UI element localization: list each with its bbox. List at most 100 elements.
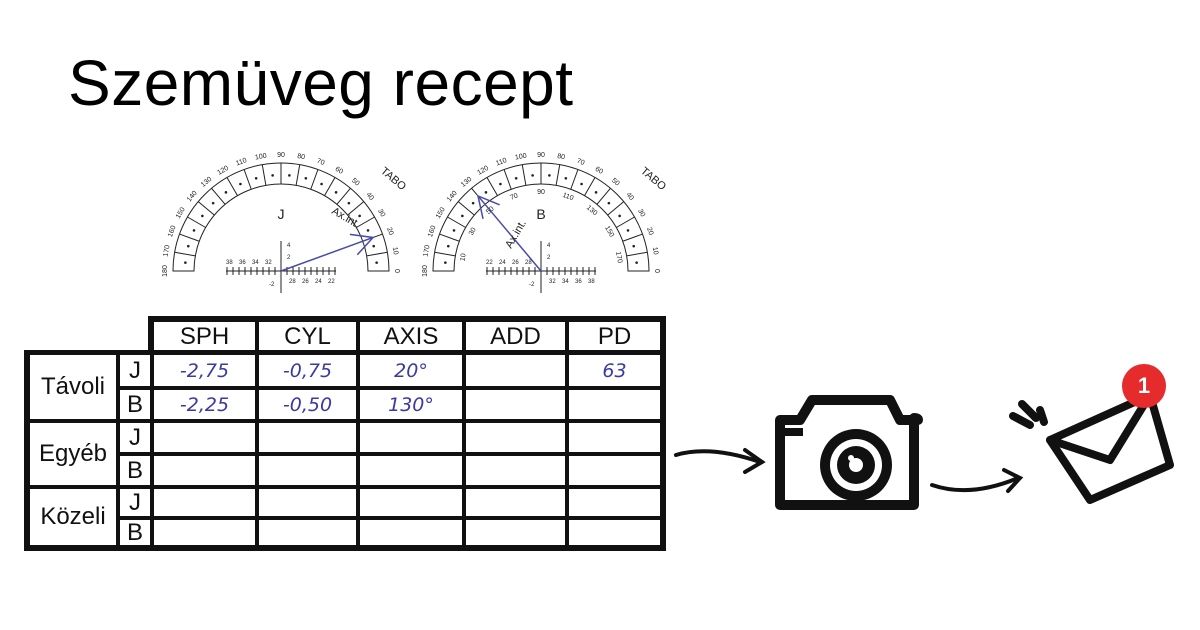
dial-dot (375, 261, 378, 264)
dial-degree-label: 50 (610, 177, 621, 187)
scale-label: 38 (226, 260, 233, 266)
table-cell: -0,50 (257, 388, 358, 421)
dial-degree-label: 120 (476, 165, 490, 177)
dial-dot (366, 229, 370, 232)
dial-tick (596, 187, 611, 205)
dial-degree-label: 70 (316, 158, 326, 167)
dial-tick (356, 216, 375, 228)
column-header-pd: PD (567, 320, 662, 353)
dial-degree-label: 150 (435, 206, 447, 220)
dial-dot (372, 244, 376, 248)
dial-tick (197, 201, 215, 216)
dial-degree-label: 180 (422, 265, 429, 277)
eye-label-j: J (118, 487, 152, 518)
table-cell (152, 487, 257, 518)
dial-brand: TABO (638, 165, 668, 193)
eye-label-b: B (118, 454, 152, 487)
dial-dot (618, 214, 621, 218)
dial-dot (184, 261, 187, 264)
dial-tick (626, 251, 648, 257)
scale-label: 24 (315, 279, 322, 285)
scale-label: 22 (486, 260, 493, 266)
dial-degree-label: 30 (636, 208, 646, 218)
table-cell (464, 487, 567, 518)
dial-dot (531, 174, 534, 177)
dial-tick (616, 216, 635, 228)
dial-dot (211, 201, 215, 205)
dial-tick (336, 187, 351, 205)
dial-degree-label: 130 (460, 176, 474, 189)
dial-degree-label: 80 (297, 153, 306, 161)
scale-label: 24 (499, 260, 506, 266)
dial-dot (320, 182, 323, 186)
scale-label: 32 (549, 279, 556, 285)
dial-eye-label: J (278, 206, 285, 222)
notification-badge: 1 (1122, 364, 1166, 408)
table-cell (358, 421, 464, 454)
table-cell (464, 353, 567, 388)
dial-inner-label: 170 (614, 251, 623, 264)
dial-degree-label: 10 (391, 246, 399, 255)
dial-degree-label: 30 (376, 208, 386, 218)
dial-degree-label: 20 (645, 227, 654, 237)
dial-dot (548, 174, 551, 177)
page-title: Szemüveg recept (68, 47, 574, 119)
dial-degree-label: 100 (255, 153, 268, 162)
dial-degree-label: 90 (277, 152, 285, 159)
dial-degree-label: 110 (495, 157, 508, 167)
table-cell: -2,75 (152, 353, 257, 388)
axis-int-label: Ax.int. (330, 205, 362, 231)
vertical-scale-label: -2 (529, 282, 535, 288)
dial-dot (444, 261, 447, 264)
dial-degree-label: 60 (594, 166, 604, 176)
dial-dot (594, 191, 598, 194)
row-group-tavoli: Távoli (28, 353, 118, 421)
dial-tick (179, 233, 200, 242)
row-group-egyeb: Egyéb (28, 421, 118, 487)
vertical-scale-label: -2 (269, 282, 275, 288)
dial-inner-label: 70 (509, 192, 519, 201)
dial-dot (514, 176, 518, 180)
scale-label: 32 (265, 260, 272, 266)
eye-label-j: J (118, 353, 152, 388)
dial-degree-label: 160 (427, 225, 438, 238)
dial-degree-label: 70 (576, 158, 586, 167)
dial-tick (324, 177, 336, 196)
axis-arrowhead (349, 233, 375, 256)
dial-eye-label: B (536, 206, 545, 222)
axis-arrow (477, 195, 542, 272)
dial-degree-label: 90 (537, 152, 545, 159)
dial-dot (304, 176, 308, 180)
table-cell (464, 454, 567, 487)
table-cell: -2,25 (152, 388, 257, 421)
table-cell (358, 518, 464, 547)
dial-inner-label: 130 (585, 204, 599, 217)
dial-dot (254, 176, 258, 180)
table-cell (567, 388, 662, 421)
dial-dot (452, 229, 456, 232)
dial-tick (439, 233, 460, 242)
table-cell (257, 454, 358, 487)
axis-arrow (280, 236, 374, 272)
dial-dot (484, 191, 488, 194)
row-group-kozeli: Közeli (28, 487, 118, 547)
dial-degree-label: 160 (167, 225, 178, 238)
dial-degree-label: 60 (334, 166, 344, 176)
dial-dot (580, 182, 583, 186)
dial-tick (211, 187, 226, 205)
column-header-add: ADD (464, 320, 567, 353)
dial-tick (174, 251, 196, 257)
table-cell (567, 487, 662, 518)
dial-tick (347, 201, 365, 216)
dial-inner-label: 30 (468, 226, 478, 236)
dial-degree-label: 100 (515, 153, 528, 162)
scale-label: 36 (239, 260, 246, 266)
dial-dot (607, 201, 611, 205)
dial-dot (471, 201, 475, 205)
vertical-scale-label: 2 (547, 255, 551, 261)
column-header-axis: AXIS (358, 320, 464, 353)
dial-degree-label: 170 (163, 244, 172, 257)
dial-dot (635, 261, 638, 264)
dial-dot (461, 214, 464, 218)
